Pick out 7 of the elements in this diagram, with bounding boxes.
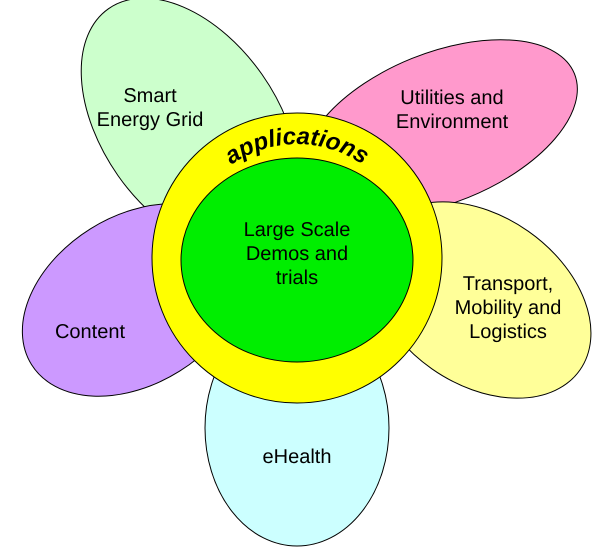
petal-label: Smart Energy Grid: [96, 84, 204, 132]
center-label: Large Scale Demos and trials: [242, 218, 352, 290]
petal-label: Utilities and Environment: [394, 86, 510, 134]
petal-label: Content: [54, 320, 126, 344]
petal-label: Transport, Mobility and Logistics: [454, 272, 562, 344]
petal-label: eHealth: [262, 445, 332, 469]
ring-title: applications: [220, 122, 374, 170]
